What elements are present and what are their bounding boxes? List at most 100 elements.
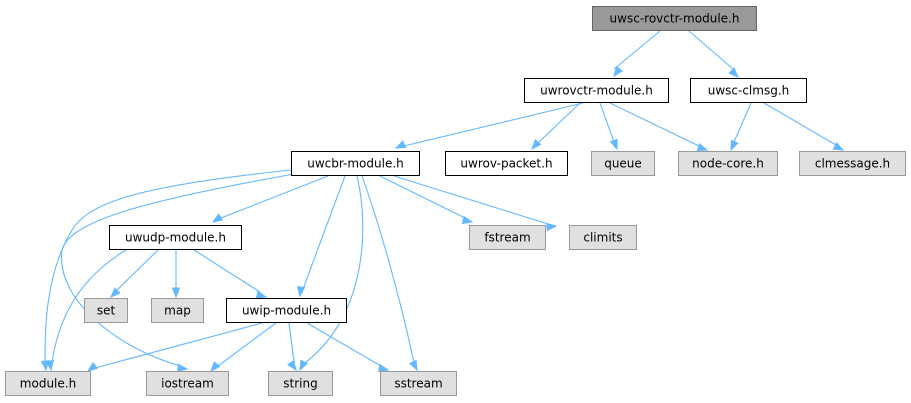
node-clmessage: clmessage.h	[799, 151, 906, 176]
node-label: string	[283, 377, 317, 391]
node-box	[678, 151, 778, 176]
node-label: uwrovctr-module.h	[540, 84, 653, 98]
node-box	[151, 298, 204, 323]
node-node-core: node-core.h	[678, 151, 778, 176]
edge-arrowhead	[86, 361, 99, 372]
node-box	[109, 225, 242, 250]
node-box	[690, 78, 807, 103]
node-box	[268, 371, 333, 396]
edge-uwsc-clmsg-to-clmessage	[763, 102, 845, 151]
node-label: clmessage.h	[815, 157, 890, 171]
edge-arrowhead	[45, 360, 55, 372]
edge-uwip-module-to-string	[287, 322, 297, 372]
node-box	[799, 151, 906, 176]
edge-uwcbr-module-to-fstream	[379, 175, 474, 225]
edge-arrowhead	[394, 140, 407, 149]
edge-arrowhead	[730, 139, 739, 152]
node-label: queue	[604, 157, 642, 171]
edge-line	[302, 175, 346, 290]
node-label: sstream	[394, 377, 442, 391]
node-uwcbr-module[interactable]: uwcbr-module.h	[291, 151, 420, 176]
node-climits: climits	[569, 225, 637, 250]
edge-line	[403, 102, 584, 147]
edge-line	[217, 322, 277, 367]
edge-line	[537, 102, 581, 144]
edge-arrowhead	[171, 287, 181, 299]
node-module: module.h	[5, 371, 91, 396]
node-iostream: iostream	[146, 371, 229, 396]
node-string: string	[268, 371, 333, 396]
edge-line	[688, 30, 734, 70]
edge-uwudp-module-to-module	[45, 249, 127, 372]
node-box	[592, 6, 757, 31]
edge-line	[393, 175, 549, 225]
node-label: uwudp-module.h	[125, 231, 226, 245]
edge-arrowhead	[177, 363, 189, 373]
node-fstream: fstream	[469, 225, 546, 250]
edge-arrowhead	[110, 287, 121, 298]
edge-uwsc-rovctr-module-to-uwrovctr-module	[613, 30, 661, 78]
node-map: map	[151, 298, 204, 323]
edge-uwsc-rovctr-module-to-uwsc-clmsg	[688, 30, 739, 78]
node-queue: queue	[591, 151, 655, 176]
node-uwsc-rovctr-module: uwsc-rovctr-module.h	[592, 6, 757, 31]
node-label: fstream	[484, 231, 530, 245]
edge-uwcbr-module-to-iostream	[61, 173, 295, 373]
edge-arrowhead	[696, 142, 709, 152]
edge-uwudp-module-to-uwip-module	[193, 249, 268, 299]
node-label: uwcbr-module.h	[307, 157, 404, 171]
edge-line	[763, 102, 837, 146]
edge-arrowhead	[461, 215, 474, 225]
edge-line	[361, 175, 415, 364]
edge-uwip-module-to-sstream	[306, 322, 390, 373]
edge-line	[114, 249, 159, 293]
edge-uwip-module-to-module	[86, 322, 263, 372]
edge-line	[220, 175, 329, 219]
edge-uwcbr-module-to-sstream	[361, 175, 418, 372]
edge-line	[301, 175, 364, 366]
node-box	[569, 225, 637, 250]
node-uwudp-module[interactable]: uwudp-module.h	[109, 225, 242, 250]
node-label: uwsc-clmsg.h	[708, 84, 790, 98]
edge-line	[733, 102, 752, 143]
node-box	[5, 371, 91, 396]
edge-uwrovctr-module-to-queue	[599, 102, 618, 151]
node-set: set	[84, 298, 128, 323]
edge-line	[599, 102, 615, 143]
node-sstream: sstream	[380, 371, 457, 396]
nodes-layer: uwsc-rovctr-module.h uwrovctr-module.h uws…	[5, 6, 906, 396]
edge-arrowhead	[211, 213, 224, 223]
node-box	[591, 151, 655, 176]
node-uwip-module[interactable]: uwip-module.h	[226, 298, 347, 323]
edge-line	[613, 30, 661, 70]
node-uwrovctr-module[interactable]: uwrovctr-module.h	[524, 78, 669, 103]
edge-line	[379, 175, 466, 219]
edge-uwudp-module-to-map	[171, 250, 181, 299]
edge-uwcbr-module-to-string	[299, 175, 364, 372]
edge-uwsc-clmsg-to-node-core	[730, 102, 752, 152]
edge-uwrovctr-module-to-node-core	[609, 102, 709, 152]
edge-line	[44, 169, 292, 363]
edge-arrowhead	[408, 359, 418, 372]
edge-arrowhead	[609, 138, 618, 151]
edge-line	[288, 322, 295, 363]
node-box	[380, 371, 457, 396]
node-label: uwsc-rovctr-module.h	[610, 12, 740, 26]
edge-uwcbr-module-to-uwudp-module	[211, 175, 329, 223]
edge-arrowhead	[287, 359, 297, 372]
node-label: set	[97, 304, 116, 318]
edge-uwcbr-module-to-climits	[393, 175, 558, 232]
edge-arrowhead	[377, 363, 390, 373]
edge-arrowhead	[546, 222, 558, 232]
node-label: uwrov-packet.h	[460, 157, 552, 171]
node-label: uwip-module.h	[242, 304, 331, 318]
edge-arrowhead	[728, 67, 739, 78]
edge-arrowhead	[210, 361, 221, 373]
node-uwsc-clmsg[interactable]: uwsc-clmsg.h	[690, 78, 807, 103]
edge-line	[61, 173, 295, 367]
node-uwrov-packet[interactable]: uwrov-packet.h	[445, 151, 568, 176]
edge-line	[193, 249, 261, 293]
edge-arrowhead	[255, 290, 268, 299]
node-label: map	[164, 304, 191, 318]
